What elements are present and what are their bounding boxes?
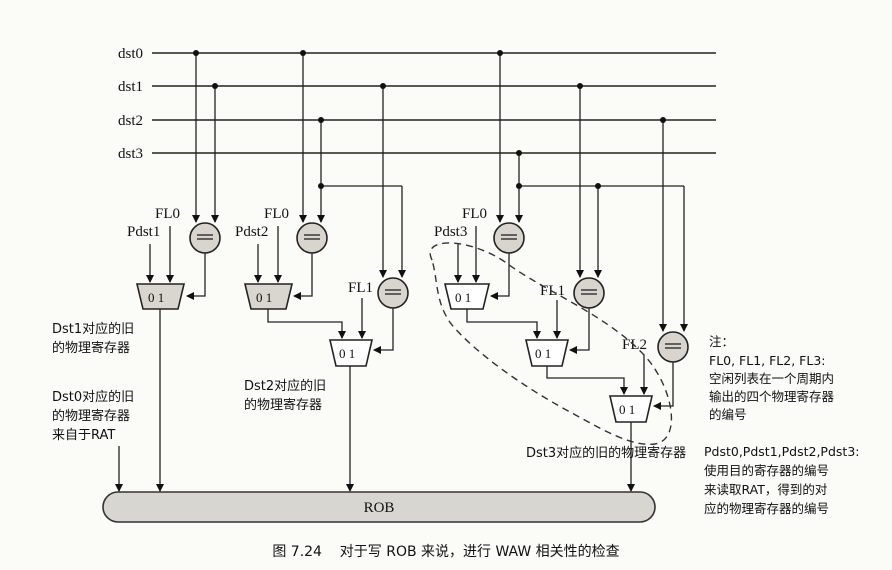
dst2-old-line1: Dst2对应的旧 bbox=[244, 378, 326, 394]
dst-bus: dst0 dst1 dst2 dst3 bbox=[118, 46, 716, 162]
select-lines bbox=[186, 253, 674, 410]
side-note: 注： FL0, FL1, FL2, FL3: 空闲列表在一个周期内 输出的四个物… bbox=[704, 334, 860, 516]
rob-block: ROB bbox=[102, 491, 656, 523]
mux-dst2-a: 0 1 bbox=[243, 283, 294, 310]
comparator-dst2-dst3 bbox=[657, 331, 689, 363]
fl0-label-a: FL0 bbox=[155, 206, 180, 222]
dst1-old-line2: 的物理寄存器 bbox=[52, 340, 130, 356]
mux-dst3-b-label: 0 1 bbox=[535, 346, 551, 361]
comparator-dst1-dst3 bbox=[573, 277, 605, 309]
mux-dst2-b: 0 1 bbox=[328, 339, 374, 367]
comparator-dst1-dst2 bbox=[377, 277, 409, 309]
note-title: 注： bbox=[709, 334, 734, 349]
fl0-label-c: FL0 bbox=[462, 206, 487, 222]
pdst3-label: Pdst3 bbox=[434, 224, 467, 240]
mux-dst3-a: 0 1 bbox=[443, 283, 491, 310]
comparator-dst0-dst3 bbox=[493, 222, 525, 254]
dst0-old-line1: Dst0对应的旧 bbox=[52, 389, 134, 405]
note-fl-line1: FL0, FL1, FL2, FL3: bbox=[709, 353, 825, 368]
junction-dots bbox=[193, 50, 666, 189]
note-pdst-line3: 来读取RAT，得到的对 bbox=[704, 482, 827, 497]
dst1-old-line1: Dst1对应的旧 bbox=[52, 321, 134, 337]
mux-dst3-b: 0 1 bbox=[524, 339, 570, 367]
mux-chain-wires bbox=[267, 309, 628, 395]
fl0-label-b: FL0 bbox=[264, 206, 289, 222]
dst2-old-line2: 的物理寄存器 bbox=[244, 397, 322, 413]
note-fl-line4: 的编号 bbox=[709, 407, 747, 422]
mux-input-arrows bbox=[146, 226, 648, 395]
mux-dst3-c-label: 0 1 bbox=[619, 402, 635, 417]
dst0-old-line3: 来自于RAT bbox=[52, 428, 115, 443]
pdst2-label: Pdst2 bbox=[235, 224, 268, 240]
dst3-label: dst3 bbox=[118, 146, 143, 162]
mux-dst2-b-label: 0 1 bbox=[339, 346, 355, 361]
dst1-label: dst1 bbox=[118, 79, 143, 95]
dst0-label: dst0 bbox=[118, 46, 143, 62]
muxes: 0 1 0 1 0 1 0 1 0 1 0 1 bbox=[135, 283, 654, 423]
input-labels: Pdst1 FL0 Pdst2 FL0 Pdst3 FL0 FL1 FL1 FL… bbox=[127, 206, 647, 353]
rob-feed-lines bbox=[115, 309, 635, 492]
note-pdst-line1: Pdst0,Pdst1,Pdst2,Pdst3: bbox=[704, 444, 860, 459]
comparator-dst0-dst2 bbox=[296, 222, 328, 254]
old-register-annotations: Dst1对应的旧 的物理寄存器 Dst0对应的旧 的物理寄存器 来自于RAT D… bbox=[52, 321, 686, 461]
fl1-label-a: FL1 bbox=[348, 280, 373, 296]
note-fl-line3: 输出的四个物理寄存器 bbox=[709, 389, 835, 404]
note-pdst-line2: 使用目的寄存器的编号 bbox=[704, 463, 829, 478]
mux-dst3-a-label: 0 1 bbox=[455, 290, 471, 305]
mux-dst2-a-label: 0 1 bbox=[256, 290, 272, 305]
figure-caption: 图 7.24 对于写 ROB 来说，进行 WAW 相关性的检查 bbox=[272, 544, 619, 560]
mux-dst1-label: 0 1 bbox=[148, 290, 164, 305]
rob-label: ROB bbox=[364, 500, 395, 516]
note-fl-line2: 空闲列表在一个周期内 bbox=[709, 371, 834, 386]
dst3-old-label: Dst3对应的旧的物理寄存器 bbox=[526, 445, 686, 461]
mux-dst1: 0 1 bbox=[135, 283, 186, 310]
dst2-label: dst2 bbox=[118, 113, 143, 129]
comparator-dst0-dst1 bbox=[189, 222, 221, 254]
mux-dst3-c: 0 1 bbox=[608, 395, 654, 423]
dst0-old-line2: 的物理寄存器 bbox=[52, 408, 130, 424]
note-pdst-line4: 应的物理寄存器的编号 bbox=[704, 501, 829, 516]
dashed-group-outline bbox=[429, 242, 673, 445]
pdst1-label: Pdst1 bbox=[127, 224, 160, 240]
